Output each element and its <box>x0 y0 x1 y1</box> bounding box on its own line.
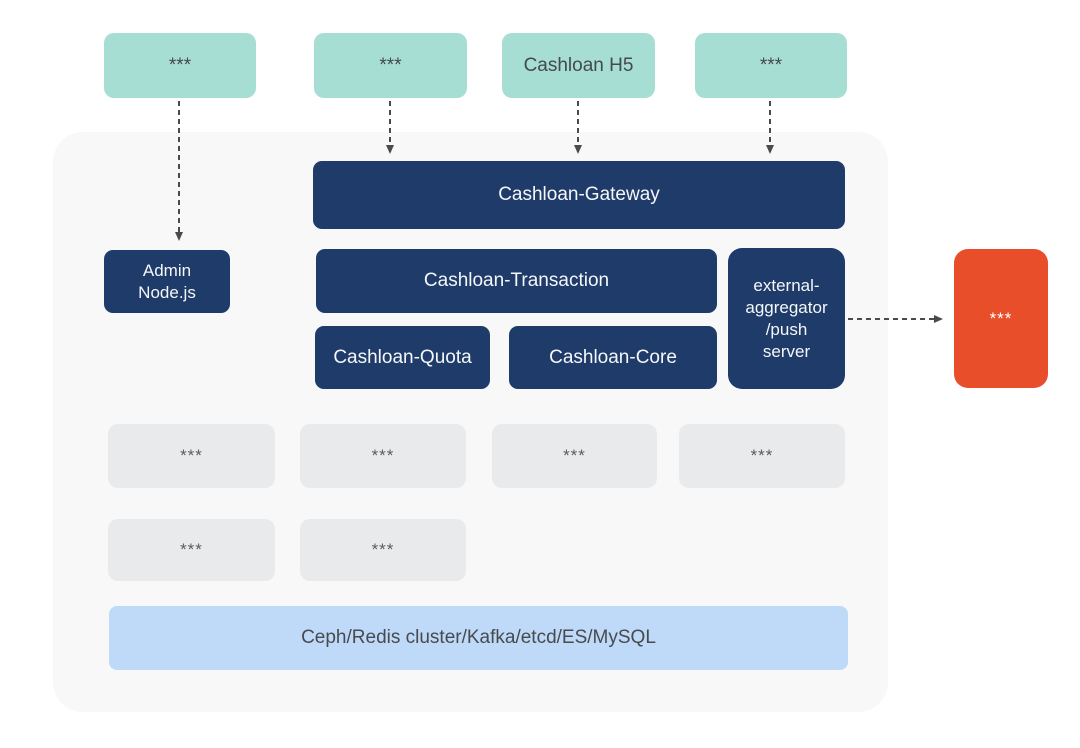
backend-node-6: *** <box>300 519 466 581</box>
storage-layer-bar: Ceph/Redis cluster/Kafka/etcd/ES/MySQL <box>109 606 848 670</box>
external-aggregator-push-server-node: external- aggregator /push server <box>728 248 845 389</box>
backend-node-3: *** <box>492 424 657 488</box>
backend-node-1: *** <box>108 424 275 488</box>
backend-node-5: *** <box>108 519 275 581</box>
cashloan-quota-node: Cashloan-Quota <box>315 326 490 389</box>
client-node-cashloan-h5: Cashloan H5 <box>502 33 655 98</box>
cashloan-transaction-node: Cashloan-Transaction <box>316 249 717 313</box>
cashloan-core-node: Cashloan-Core <box>509 326 717 389</box>
client-node-1: *** <box>104 33 256 98</box>
admin-nodejs-node: Admin Node.js <box>104 250 230 313</box>
backend-node-2: *** <box>300 424 466 488</box>
external-target-node: *** <box>954 249 1048 388</box>
backend-node-4: *** <box>679 424 845 488</box>
client-node-4: *** <box>695 33 847 98</box>
cashloan-gateway-node: Cashloan-Gateway <box>313 161 845 229</box>
client-node-2: *** <box>314 33 467 98</box>
